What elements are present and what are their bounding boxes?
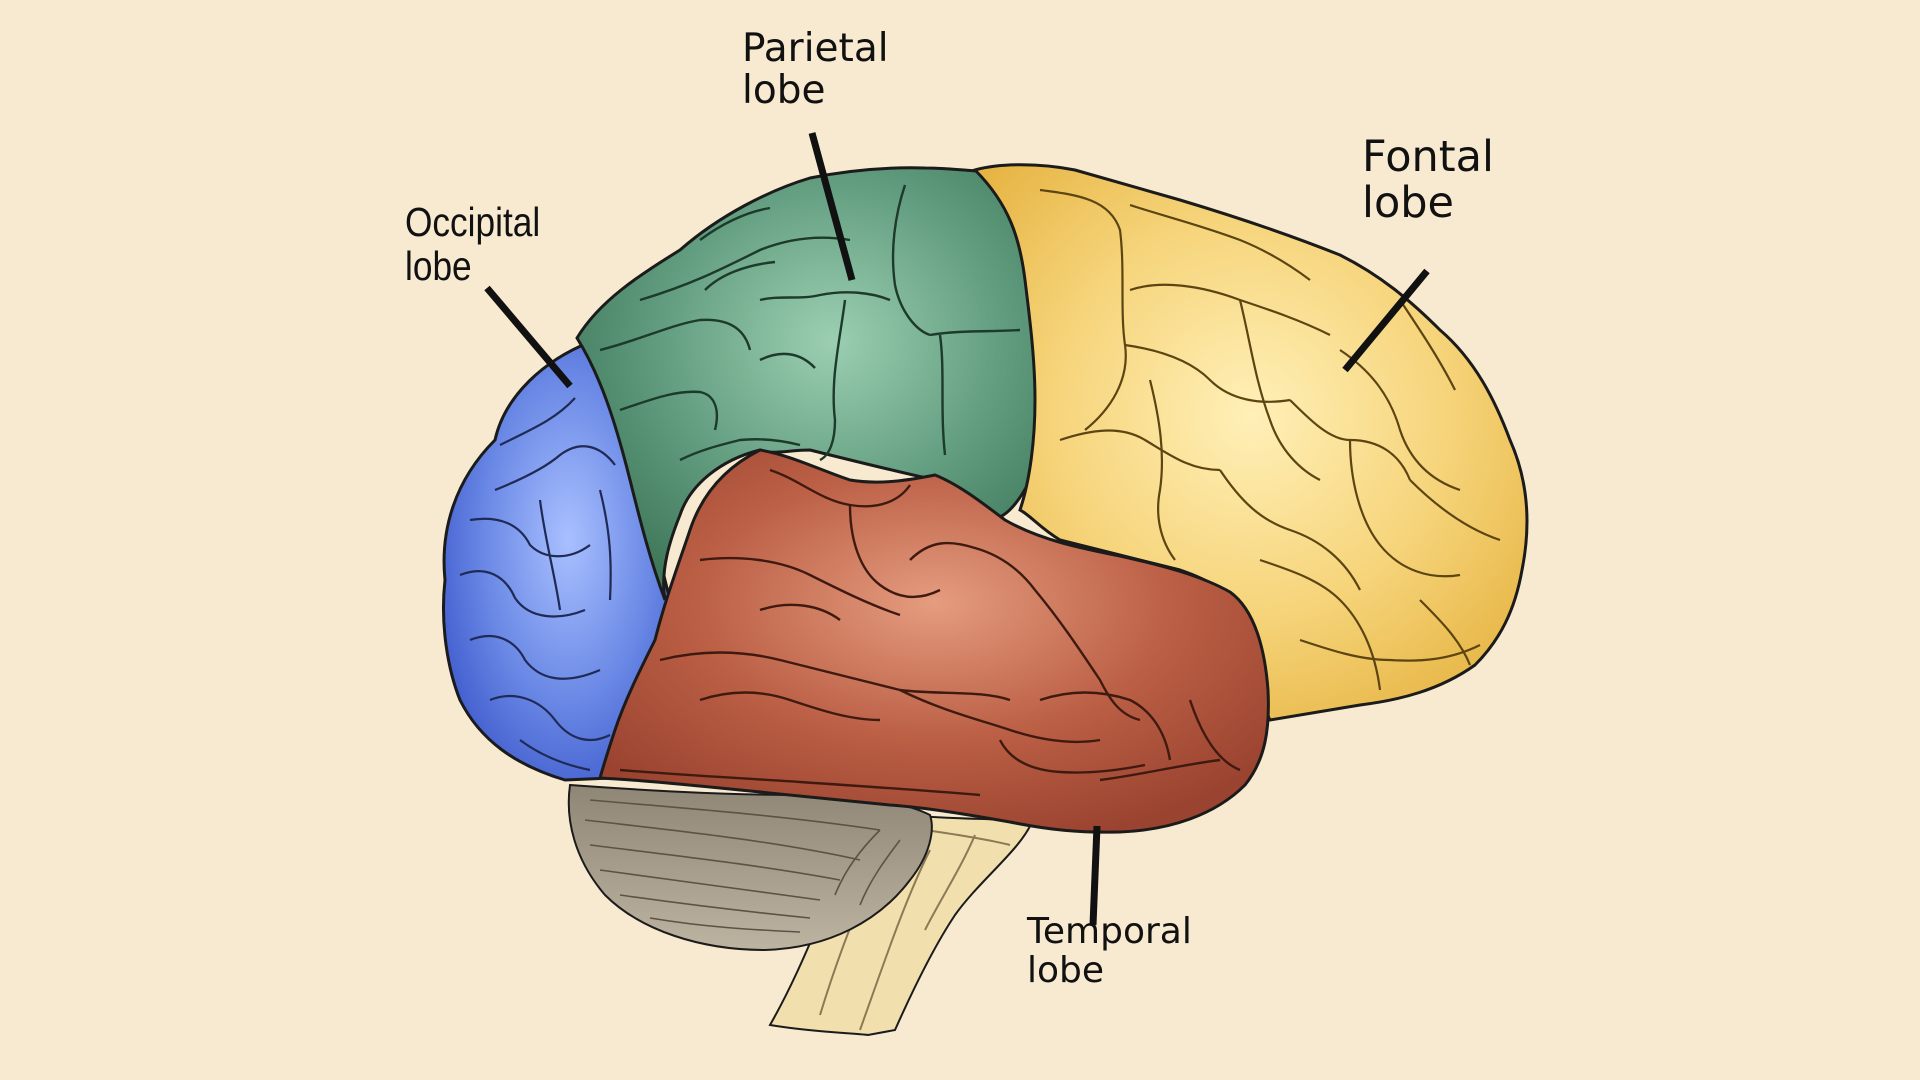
temporal-lobe-label: Temporal lobe (1027, 911, 1192, 991)
occipital-lobe (442, 340, 672, 782)
frontal-leader-line (1342, 268, 1430, 373)
frontal-label-line2: lobe (1362, 178, 1455, 229)
frontal-lobe-label: Fontal lobe (1362, 134, 1494, 227)
temporal-label-line2: lobe (1027, 949, 1105, 991)
parietal-label-line2: lobe (742, 68, 826, 114)
occipital-lobe-label: Occipital lobe (405, 200, 540, 289)
temporal-leader-line (1089, 825, 1101, 926)
frontal-lobe (972, 163, 1529, 722)
occipital-label-line2: lobe (405, 243, 472, 290)
temporal-label-line1: Temporal (1027, 911, 1192, 952)
temporal-lobe (598, 448, 1270, 834)
cerebellum (567, 783, 933, 952)
parietal-label-line1: Parietal (742, 26, 889, 71)
occipital-leader-line (484, 285, 573, 389)
frontal-label-line1: Fontal (1362, 132, 1494, 182)
occipital-label-line1: Occipital (405, 199, 541, 245)
parietal-leader-line (808, 132, 856, 281)
leader-lines (484, 132, 1430, 926)
parietal-lobe (575, 166, 1042, 601)
parietal-lobe-label: Parietal lobe (742, 26, 889, 114)
